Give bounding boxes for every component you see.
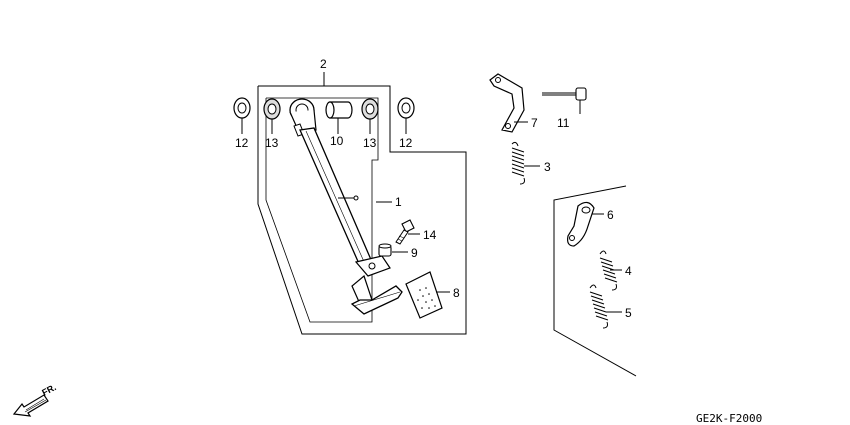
assembly-2-outline: [257, 85, 467, 335]
callout-14: 14: [423, 228, 437, 242]
spring-group-outline: [553, 185, 637, 377]
bushing-13-right-icon: [361, 98, 379, 120]
callout-11: 11: [557, 116, 570, 130]
callout-13-right: 13: [363, 136, 377, 150]
callout-6: 6: [607, 208, 614, 222]
callout-10: 10: [330, 134, 344, 148]
spring-5-icon: [589, 284, 609, 329]
callout-9: 9: [411, 246, 418, 260]
side-stand-icon: [289, 98, 403, 315]
callout-12-right: 12: [399, 136, 413, 150]
plate-6-icon: [567, 201, 595, 247]
callout-8: 8: [453, 286, 460, 300]
front-marker-label: FR.: [40, 382, 57, 398]
front-arrow-icon: [12, 394, 49, 417]
leader-lines: [241, 72, 622, 313]
assembly-2-inner-outline: [265, 97, 379, 323]
callout-7: 7: [531, 116, 538, 130]
collar-10-icon: [325, 101, 353, 119]
callout-1: 1: [395, 195, 402, 209]
callout-12-left: 12: [235, 136, 249, 150]
bolt-14-icon: [395, 219, 415, 245]
bushing-13-left-icon: [263, 98, 281, 120]
diagram-code: GE2K-F2000: [696, 412, 762, 425]
collar-9-icon: [378, 243, 392, 257]
washer-12-right-icon: [397, 97, 415, 119]
callout-3: 3: [544, 160, 551, 174]
washer-12-left-icon: [233, 97, 251, 119]
spring-4-icon: [599, 250, 618, 291]
rubber-8-icon: [405, 271, 443, 319]
callout-4: 4: [625, 264, 632, 278]
bracket-7-icon: [489, 73, 525, 133]
spring-3-icon: [511, 141, 525, 185]
callout-5: 5: [625, 306, 632, 320]
callout-2: 2: [320, 57, 327, 71]
callout-13-left: 13: [265, 136, 279, 150]
bolt-11-icon: [542, 87, 587, 101]
